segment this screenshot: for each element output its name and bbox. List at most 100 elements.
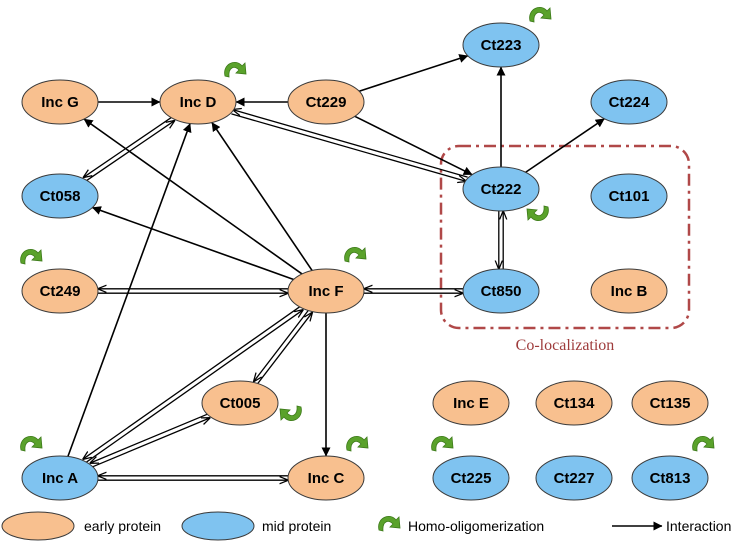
node-ellipse-inca <box>21 455 99 501</box>
node-label-incd: Inc D <box>180 94 217 111</box>
mutual-interaction-incd-ct058 <box>83 116 175 182</box>
node-label-ct249: Ct249 <box>40 283 81 300</box>
node-label-incc: Inc C <box>308 470 345 487</box>
node-label-ct229: Ct229 <box>306 94 347 111</box>
interaction-arrow-ct229-ct222 <box>354 115 473 176</box>
node-ellipse-ct225 <box>432 455 510 501</box>
node-ellipse-ct222 <box>462 166 540 212</box>
colocalization-label: Co-localization <box>516 337 615 354</box>
interaction-arrow-ct222-ct224 <box>525 118 605 173</box>
node-incd: Inc D <box>159 79 237 125</box>
node-ct101: Ct101 <box>590 173 668 219</box>
node-ct224: Ct224 <box>590 79 668 125</box>
node-ince: Inc E <box>432 380 510 426</box>
homo-oligomerization-icon-ct223 <box>529 7 552 23</box>
node-label-incg: Inc G <box>41 94 79 111</box>
interaction-arrow-inca-incd <box>67 123 192 457</box>
interaction-arrow-incf-ct058 <box>91 206 294 281</box>
node-inca: Inc A <box>21 455 99 501</box>
interaction-arrow-incf-incd <box>211 122 313 271</box>
node-label-ct222: Ct222 <box>481 181 522 198</box>
node-ellipse-incc <box>287 455 365 501</box>
interaction-arrow-ct005-inca <box>90 413 209 463</box>
homo-oligomerization-icon-ct225 <box>431 436 454 452</box>
node-incg: Inc G <box>21 79 99 125</box>
interaction-arrow-incd-ct222 <box>231 113 466 181</box>
homo-oligomerization-layer <box>20 7 715 452</box>
interaction-arrow-incf-incg <box>83 118 303 275</box>
interaction-arrow-incd-ct058 <box>83 116 173 177</box>
interaction-arrow-inca-ct005 <box>91 418 210 468</box>
node-label-incb: Inc B <box>611 283 648 300</box>
node-ellipse-ct850 <box>462 268 540 314</box>
node-ct222: Ct222 <box>462 166 540 212</box>
mutual-interaction-ct222-ct850 <box>499 211 503 269</box>
legend: early protein mid protein Homo-oligomeri… <box>1 511 731 541</box>
legend-mid-label: mid protein <box>262 518 331 534</box>
node-ellipse-ct134 <box>535 380 613 426</box>
homo-oligomerization-icon <box>378 516 401 532</box>
node-ellipse-ct223 <box>462 22 540 68</box>
node-label-ct227: Ct227 <box>554 470 595 487</box>
node-ct223: Ct223 <box>462 22 540 68</box>
node-ct229: Ct229 <box>287 79 365 125</box>
node-label-ct813: Ct813 <box>650 470 691 487</box>
node-ellipse-ct058 <box>21 173 99 219</box>
interaction-arrow-ct058-incd <box>85 121 175 182</box>
node-ellipse-ct229 <box>287 79 365 125</box>
node-ct850: Ct850 <box>462 268 540 314</box>
node-ellipse-ct101 <box>590 173 668 219</box>
homo-oligomerization-icon-ct222 <box>526 205 549 221</box>
mutual-interaction-inca-incc <box>98 476 288 480</box>
homo-oligomerization-icon-ct249 <box>20 249 43 265</box>
node-ct005: Ct005 <box>201 380 279 426</box>
node-ct225: Ct225 <box>432 455 510 501</box>
legend-homo-oligomerization-icon <box>378 516 401 532</box>
node-label-ct225: Ct225 <box>451 470 492 487</box>
legend-homo-label: Homo-oligomerization <box>408 518 544 534</box>
legend-mid-swatch <box>181 511 255 541</box>
node-label-ince: Inc E <box>453 395 489 412</box>
edges-layer <box>67 54 605 480</box>
mutual-interaction-incf-ct005 <box>254 309 313 385</box>
node-ct813: Ct813 <box>631 455 709 501</box>
node-label-incf: Inc F <box>308 283 343 300</box>
interaction-arrow-ct222-incd <box>233 110 468 178</box>
legend-early-swatch <box>1 511 75 541</box>
legend-interaction-label: Interaction <box>666 518 731 534</box>
interaction-arrow-ct229-ct223 <box>358 54 469 92</box>
interaction-arrow-incf-inca <box>83 305 301 459</box>
homo-oligomerization-icon-ct813 <box>692 436 715 452</box>
node-ellipse-incg <box>21 79 99 125</box>
node-ct135: Ct135 <box>631 380 709 426</box>
homo-oligomerization-icon-incd <box>224 62 247 78</box>
homo-oligomerization-icon-incf <box>344 247 367 263</box>
node-label-ct101: Ct101 <box>609 188 650 205</box>
node-ellipse-ince <box>432 380 510 426</box>
homo-oligomerization-icon-incc <box>346 436 369 452</box>
interaction-arrow-ct005-incf <box>256 312 312 385</box>
node-ellipse-ct135 <box>631 380 709 426</box>
homo-oligomerization-icon-inca <box>20 436 43 452</box>
node-label-inca: Inc A <box>42 470 78 487</box>
node-label-ct005: Ct005 <box>220 395 261 412</box>
node-label-ct223: Ct223 <box>481 37 522 54</box>
node-ellipse-ct813 <box>631 455 709 501</box>
node-ellipse-incf <box>287 268 365 314</box>
node-ellipse-incd <box>159 79 237 125</box>
node-label-ct135: Ct135 <box>650 395 691 412</box>
interaction-arrow-inca-incf <box>85 310 303 464</box>
node-ct227: Ct227 <box>535 455 613 501</box>
homo-oligomerization-icon-ct005 <box>279 405 302 421</box>
node-incc: Inc C <box>287 455 365 501</box>
node-label-ct058: Ct058 <box>40 188 81 205</box>
legend-early-label: early protein <box>84 518 161 534</box>
interaction-arrow-incf-ct005 <box>254 309 310 382</box>
node-ct249: Ct249 <box>21 268 99 314</box>
node-incf: Inc F <box>287 268 365 314</box>
node-incb: Inc B <box>590 268 668 314</box>
node-label-ct850: Ct850 <box>481 283 522 300</box>
node-ellipse-ct227 <box>535 455 613 501</box>
